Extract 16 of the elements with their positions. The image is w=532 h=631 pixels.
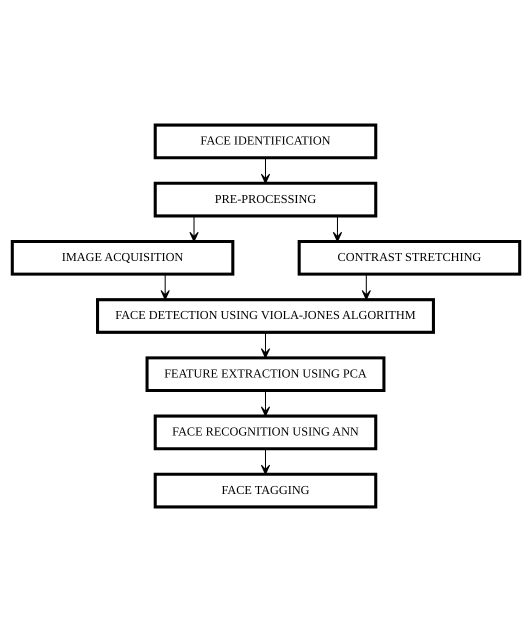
arrow <box>332 216 342 242</box>
arrow <box>260 448 270 474</box>
node-box: PRE-PROCESSING <box>154 181 378 217</box>
arrow <box>260 332 270 358</box>
node-box: FEATURE EXTRACTION USING PCA <box>146 356 386 392</box>
node-box: FACE DETECTION USING VIOLA-JONES ALGORITHM <box>96 298 435 334</box>
node-box: CONTRAST STRETCHING <box>298 239 522 276</box>
node-box: FACE IDENTIFICATION <box>154 123 378 159</box>
arrow <box>260 390 270 416</box>
node-box: FACE TAGGING <box>154 472 378 508</box>
arrow <box>362 274 371 300</box>
arrow <box>260 157 270 184</box>
arrow <box>189 216 199 242</box>
node-box: IMAGE ACQUISITION <box>10 239 234 276</box>
node-box: FACE RECOGNITION USING ANN <box>154 414 378 450</box>
arrow <box>160 274 170 300</box>
